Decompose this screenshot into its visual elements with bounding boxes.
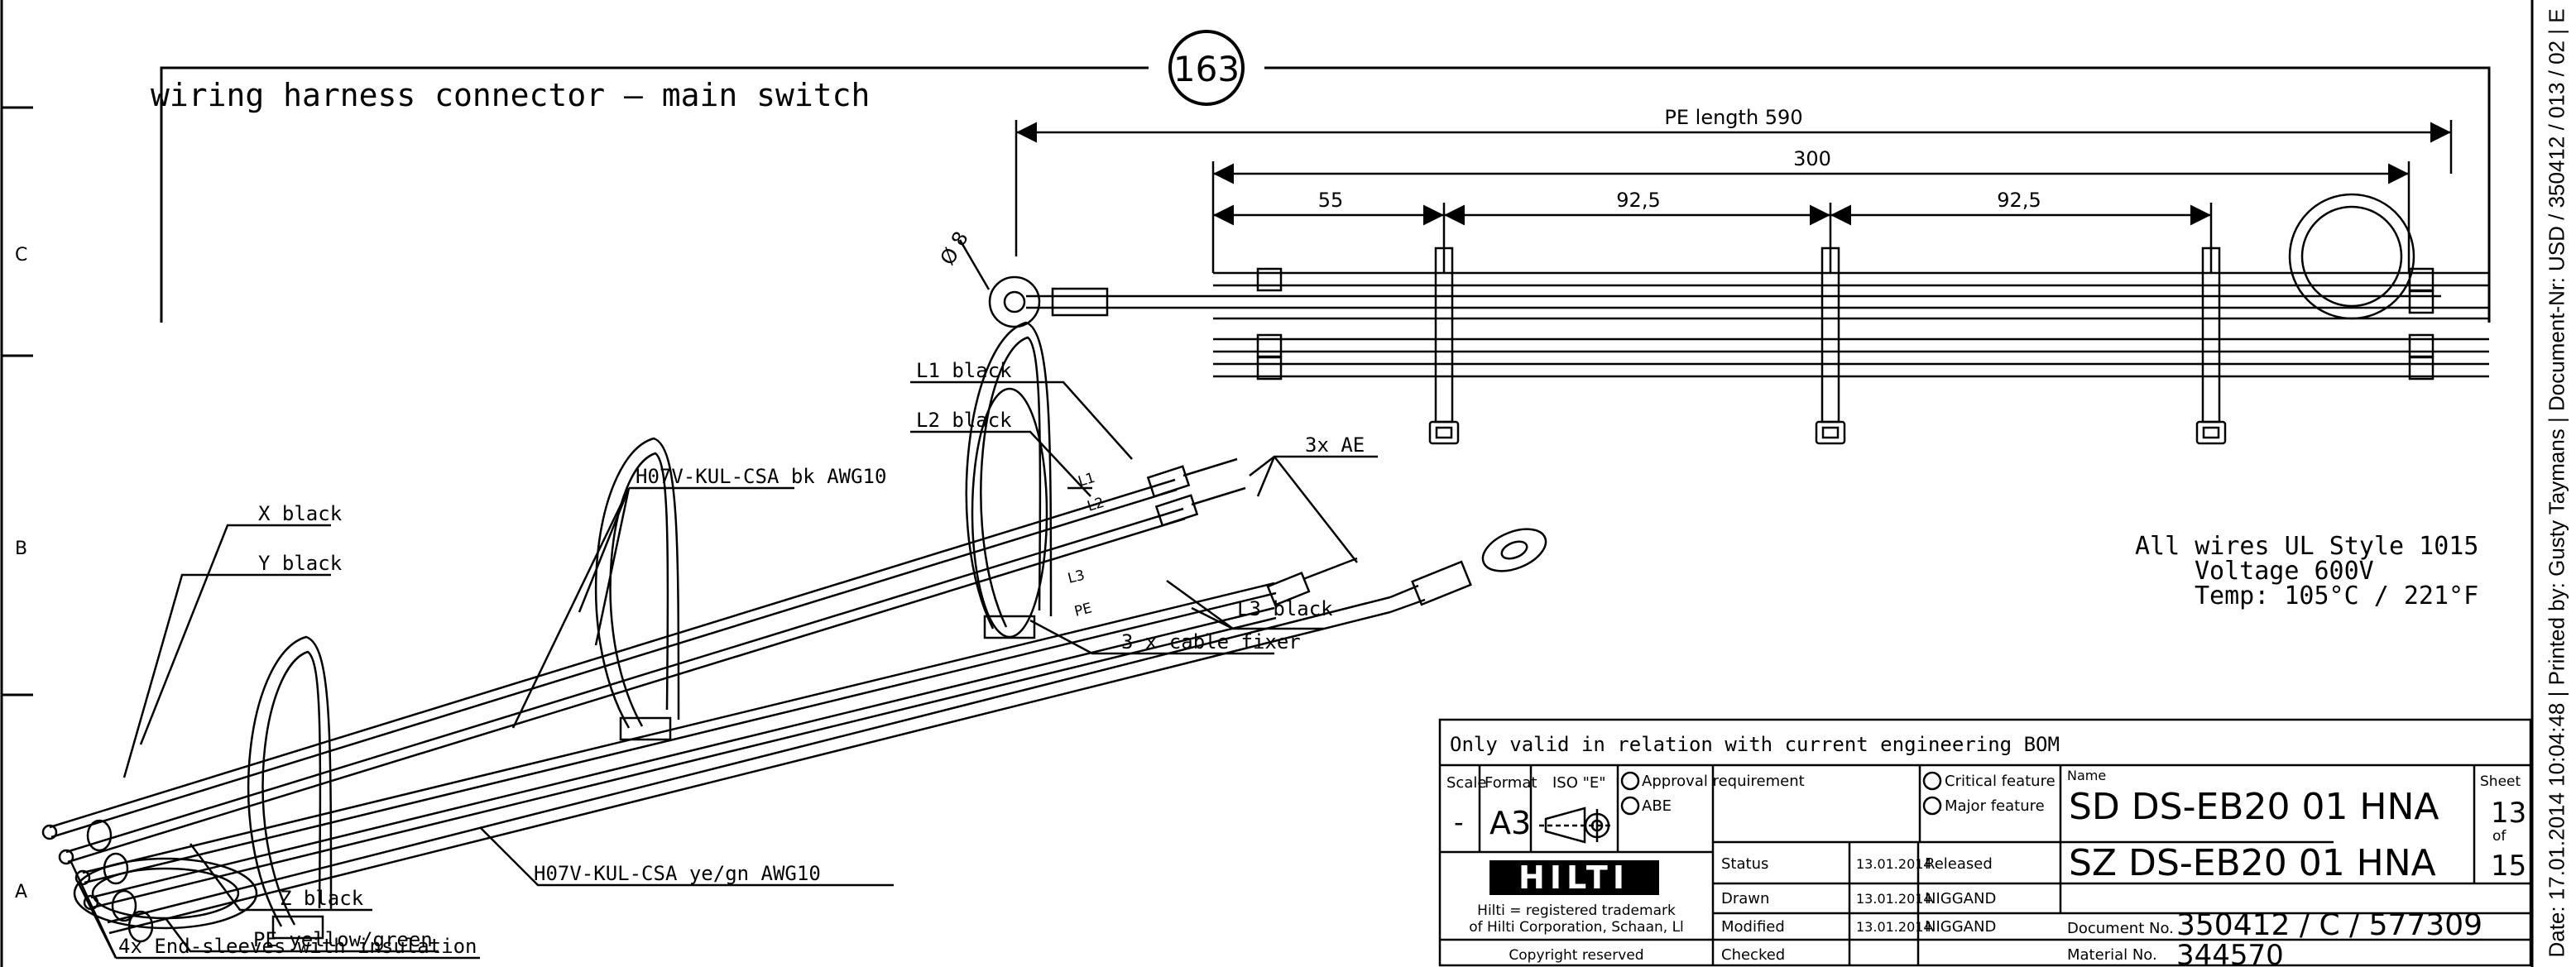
- trademark-line-2: of Hilti Corporation, Schaan, Ll: [1469, 919, 1684, 936]
- abe-label: ABE: [1642, 797, 1672, 815]
- title-bracket: [160, 30, 2491, 323]
- status-date: 13.01.2014: [1856, 856, 1932, 872]
- label-l1: L1 black: [916, 359, 1012, 382]
- name-2: SZ DS-EB20 01 HNA: [2069, 842, 2436, 884]
- drawing-title: wiring harness connector – main switch: [151, 77, 870, 113]
- bom-note: Only valid in relation with current engi…: [1450, 733, 2060, 756]
- label-l3: L3 black: [1237, 597, 1333, 620]
- scale-label: Scale: [1446, 774, 1486, 792]
- modified-value: NIGGAND: [1925, 918, 1996, 936]
- spec-line-3: Temp: 105°C / 221°F: [2195, 582, 2478, 610]
- major-label: Major feature: [1945, 797, 2045, 815]
- status-value: Released: [1925, 855, 1993, 873]
- drawn-value: NIGGAND: [1925, 890, 1996, 907]
- spec-line-1: All wires UL Style 1015: [2135, 532, 2478, 561]
- matno-label: Material No.: [2067, 946, 2157, 964]
- matno-value: 344570: [2176, 939, 2284, 967]
- dim-diameter: Ø 8: [936, 227, 973, 269]
- sheet-value: 13: [2491, 797, 2526, 830]
- name-1: SD DS-EB20 01 HNA: [2069, 786, 2439, 828]
- title-block: [1438, 718, 2532, 967]
- label-cable-fixer: 3 x cable fixer: [1121, 630, 1301, 653]
- dim-pe-length: PE length 590: [1664, 106, 1802, 129]
- critical-label: Critical feature: [1945, 773, 2056, 790]
- format-label: Format: [1485, 774, 1537, 792]
- row-label-b: B: [15, 539, 27, 559]
- wire-tag-pe: PE: [1072, 600, 1093, 620]
- of-value: 15: [2491, 850, 2526, 883]
- approval-label: Approval requirement: [1642, 773, 1805, 790]
- row-label-c: C: [15, 245, 27, 266]
- docno-value: 350412 / C / 577309: [2176, 908, 2482, 942]
- label-end-sleeves: 4x End-sleeves with insulation: [118, 935, 477, 958]
- label-l2: L2 black: [916, 409, 1012, 432]
- dim-seg2: 92,5: [1616, 189, 1660, 212]
- wire-tag-l3: L3: [1066, 567, 1087, 587]
- drawn-label: Drawn: [1721, 890, 1769, 907]
- trademark-line-1: Hilti = registered trademark: [1477, 902, 1676, 919]
- name-label: Name: [2067, 768, 2106, 783]
- drawn-date: 13.01.2014: [1856, 891, 1932, 907]
- sheet-label: Sheet: [2480, 773, 2521, 790]
- iso-label: ISO "E": [1552, 774, 1606, 792]
- label-pe: PE yellow/green: [253, 928, 433, 951]
- wire-tag-l1: L1: [1077, 470, 1097, 491]
- hilti-logo-text: HILTI: [1518, 859, 1629, 896]
- hilti-logo: [1489, 860, 1659, 895]
- format-value: A3: [1489, 805, 1531, 841]
- dim-seg1: 55: [1318, 189, 1344, 212]
- modified-label: Modified: [1721, 918, 1785, 936]
- label-y: Y black: [258, 552, 343, 575]
- scale-value: -: [1454, 807, 1464, 838]
- row-label-a: A: [15, 882, 27, 902]
- spec-line-2: Voltage 600V: [2195, 557, 2374, 586]
- dim-total: 300: [1793, 147, 1831, 170]
- isometric-harness: [41, 321, 1547, 960]
- status-label: Status: [1721, 855, 1768, 873]
- of-label: of: [2492, 828, 2506, 845]
- label-x: X black: [258, 502, 343, 525]
- dim-seg3: 92,5: [1997, 189, 2041, 212]
- label-z: Z black: [280, 887, 364, 910]
- modified-date: 13.01.2014: [1856, 919, 1932, 935]
- label-h07-yegn: H07V-KUL-CSA ye/gn AWG10: [534, 862, 821, 885]
- docno-label: Document No.: [2067, 920, 2174, 937]
- copyright: Copyright reserved: [1509, 947, 1643, 964]
- checked-label: Checked: [1721, 946, 1785, 964]
- label-ae: 3x AE: [1305, 433, 1365, 457]
- top-view: [958, 120, 2489, 445]
- print-info-side: Date: 17.01.2014 10:04:48 | Printed by: …: [2544, 8, 2569, 958]
- sheet-marker: 163: [1173, 49, 1240, 89]
- label-h07-black: H07V-KUL-CSA bk AWG10: [636, 465, 886, 488]
